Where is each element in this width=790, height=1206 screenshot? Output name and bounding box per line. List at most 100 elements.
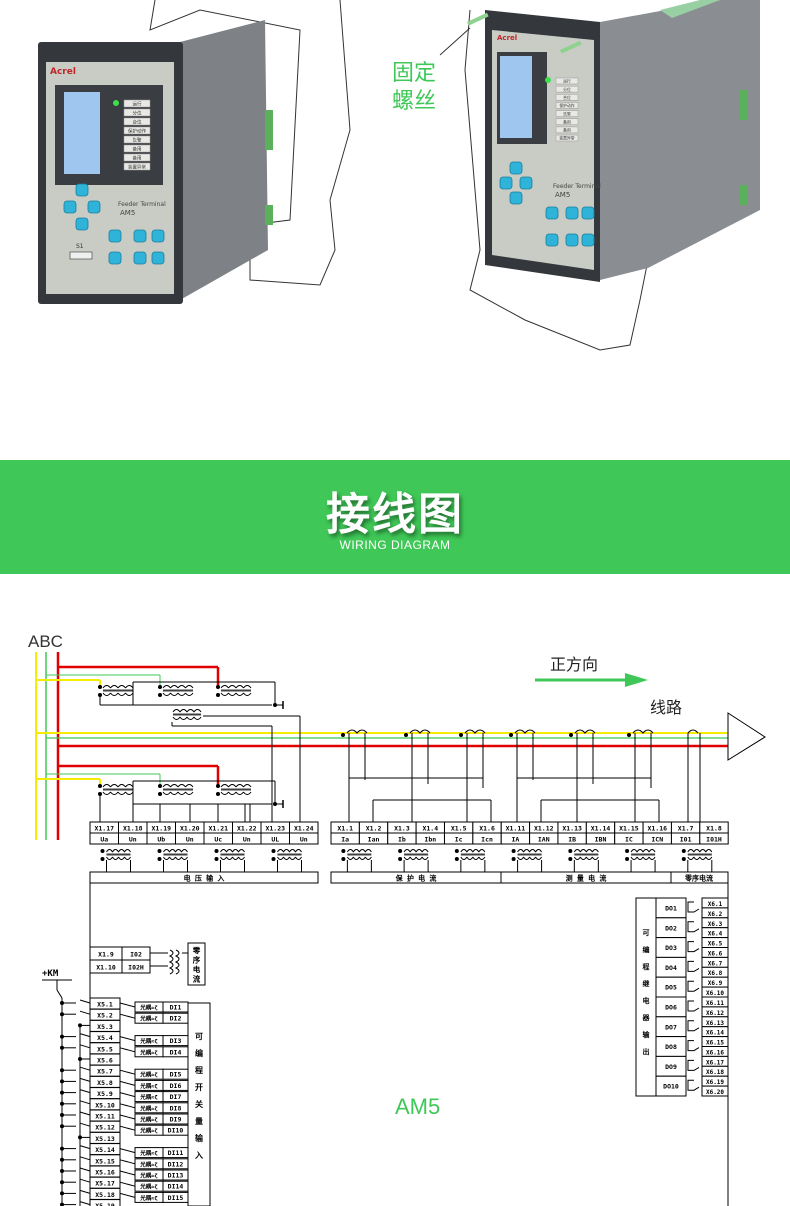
- di-terminal-id: X5.13: [95, 1135, 115, 1143]
- indicator-plate: [555, 85, 579, 93]
- terminal-signal: Uc: [214, 836, 222, 844]
- do-output-label: DO2: [665, 924, 677, 932]
- junction-dot: [157, 849, 162, 853]
- key-button: [545, 206, 559, 220]
- panel-model: AM5: [120, 209, 135, 217]
- terminal-id: X1.14: [591, 825, 611, 833]
- coil-lower: [106, 856, 131, 860]
- di-terminal-id: X5.15: [95, 1157, 115, 1165]
- ct-icon: [409, 729, 431, 734]
- optocoupler-label: 光耦≈ζ: [139, 1071, 158, 1079]
- do-terminal-id: X6.17: [706, 1059, 724, 1066]
- ct-icon: [574, 729, 596, 734]
- ct-icon: [346, 729, 368, 734]
- do-terminal-id: X6.6: [708, 950, 723, 957]
- key-button: [133, 229, 147, 243]
- terminal-signal: Un: [243, 836, 251, 844]
- junction-dot: [459, 733, 463, 737]
- terminal-id: X1.4: [422, 825, 438, 833]
- wire: [119, 1192, 136, 1198]
- direction-arrow-head: [625, 673, 648, 687]
- junction-dot: [568, 849, 573, 853]
- coil-lower: [277, 856, 302, 860]
- coil-upper: [220, 685, 252, 689]
- di-terminal-id: X5.9: [97, 1090, 113, 1098]
- junction-dot: [158, 784, 162, 788]
- junction-dot: [216, 784, 220, 788]
- di-input-label: DI4: [170, 1048, 182, 1056]
- zero-ct-icon: [687, 729, 699, 734]
- key-button: [499, 176, 513, 190]
- relay-contact-icon: [687, 1040, 700, 1052]
- km-label: +KM: [42, 969, 59, 979]
- measure-group-label: 测 量 电 流: [566, 874, 607, 883]
- line-arrow-icon: [727, 712, 766, 761]
- do-group-label-char: 编: [643, 945, 650, 954]
- optocoupler-label: 光耦≈ζ: [139, 1116, 158, 1124]
- do-terminal-id: X6.13: [706, 1020, 724, 1027]
- do-terminal-id: X6.9: [708, 980, 723, 987]
- junction-dot: [341, 849, 346, 853]
- junction-dot: [627, 733, 631, 737]
- keypad: [499, 161, 595, 247]
- terminal-id: X1.15: [619, 825, 639, 833]
- di-input-label: DI9: [170, 1116, 182, 1124]
- key-button: [581, 206, 595, 220]
- terminal-id: X1.7: [678, 825, 694, 833]
- protection-group-label: 保 护 电 流: [395, 874, 437, 883]
- optocoupler-label: 光耦≈ζ: [139, 1104, 158, 1112]
- section-subtitle: WIRING DIAGRAM: [339, 538, 451, 552]
- junction-dot: [454, 849, 459, 853]
- indicator-label: 告警: [563, 111, 571, 116]
- terminal-signal: I01: [680, 836, 692, 844]
- di-group-label-char: 编: [195, 1048, 203, 1058]
- terminal-signal: Ian: [368, 836, 380, 844]
- junction-dot: [568, 857, 573, 861]
- junction-dot: [98, 784, 102, 788]
- terminal-cell: [289, 832, 319, 845]
- pt-transformer-icon: [102, 784, 134, 795]
- terminal-signal: I01H: [706, 836, 722, 844]
- zero-seq-transformer-icon: [168, 949, 180, 975]
- pt-transformer-icon: [162, 784, 194, 795]
- junction-dot: [158, 685, 162, 689]
- coil-upper: [106, 849, 131, 853]
- indicator-plate: [123, 162, 151, 171]
- optocoupler-label: 光耦≈ζ: [139, 1127, 158, 1135]
- do-terminal-id: X6.18: [706, 1069, 724, 1076]
- coil-lower: [403, 856, 429, 860]
- indicator-label: 运行: [563, 79, 571, 84]
- coil-lower: [220, 856, 245, 860]
- terminal-id: X1.13: [562, 825, 582, 833]
- di-switch: [79, 1100, 91, 1105]
- junction-dot: [100, 849, 105, 853]
- indicator-label: 分位: [563, 87, 571, 92]
- terminal-id: X1.3: [394, 825, 410, 833]
- junction-dot: [398, 849, 403, 853]
- optocoupler-label: 光耦≈ζ: [139, 1194, 158, 1202]
- terminal-id: X1.22: [237, 825, 257, 833]
- di-input-label: DI7: [170, 1093, 182, 1101]
- indicator-label: 保护动作: [559, 103, 574, 108]
- terminal-id: X1.21: [208, 825, 228, 833]
- panel-title: Feeder Terminal: [118, 201, 166, 208]
- coil-upper: [403, 849, 429, 853]
- terminal-signal: Un: [129, 836, 137, 844]
- zero-group-label: 零序电流: [684, 874, 713, 883]
- do-terminal-id: X6.1: [708, 901, 723, 908]
- do-output-label: DO7: [665, 1023, 677, 1031]
- di-switch: [79, 1201, 91, 1206]
- terminal-signal: I02H: [128, 964, 144, 972]
- zero-group-bar: [670, 871, 729, 884]
- di-group-label-char: 程: [195, 1065, 203, 1075]
- coil-lower: [460, 856, 486, 860]
- input-transformer-icon: [573, 849, 599, 860]
- do-terminal: [701, 1085, 729, 1097]
- input-transformer-icon: [346, 849, 372, 860]
- indicator-label: 装置异常: [559, 136, 574, 141]
- do-terminal-id: X6.19: [706, 1079, 724, 1086]
- do-output-label: DO4: [665, 964, 677, 972]
- di-group-label-char: 可: [195, 1032, 203, 1041]
- di-terminal-id: X5.17: [95, 1180, 115, 1188]
- di-input-label: DI10: [168, 1127, 184, 1135]
